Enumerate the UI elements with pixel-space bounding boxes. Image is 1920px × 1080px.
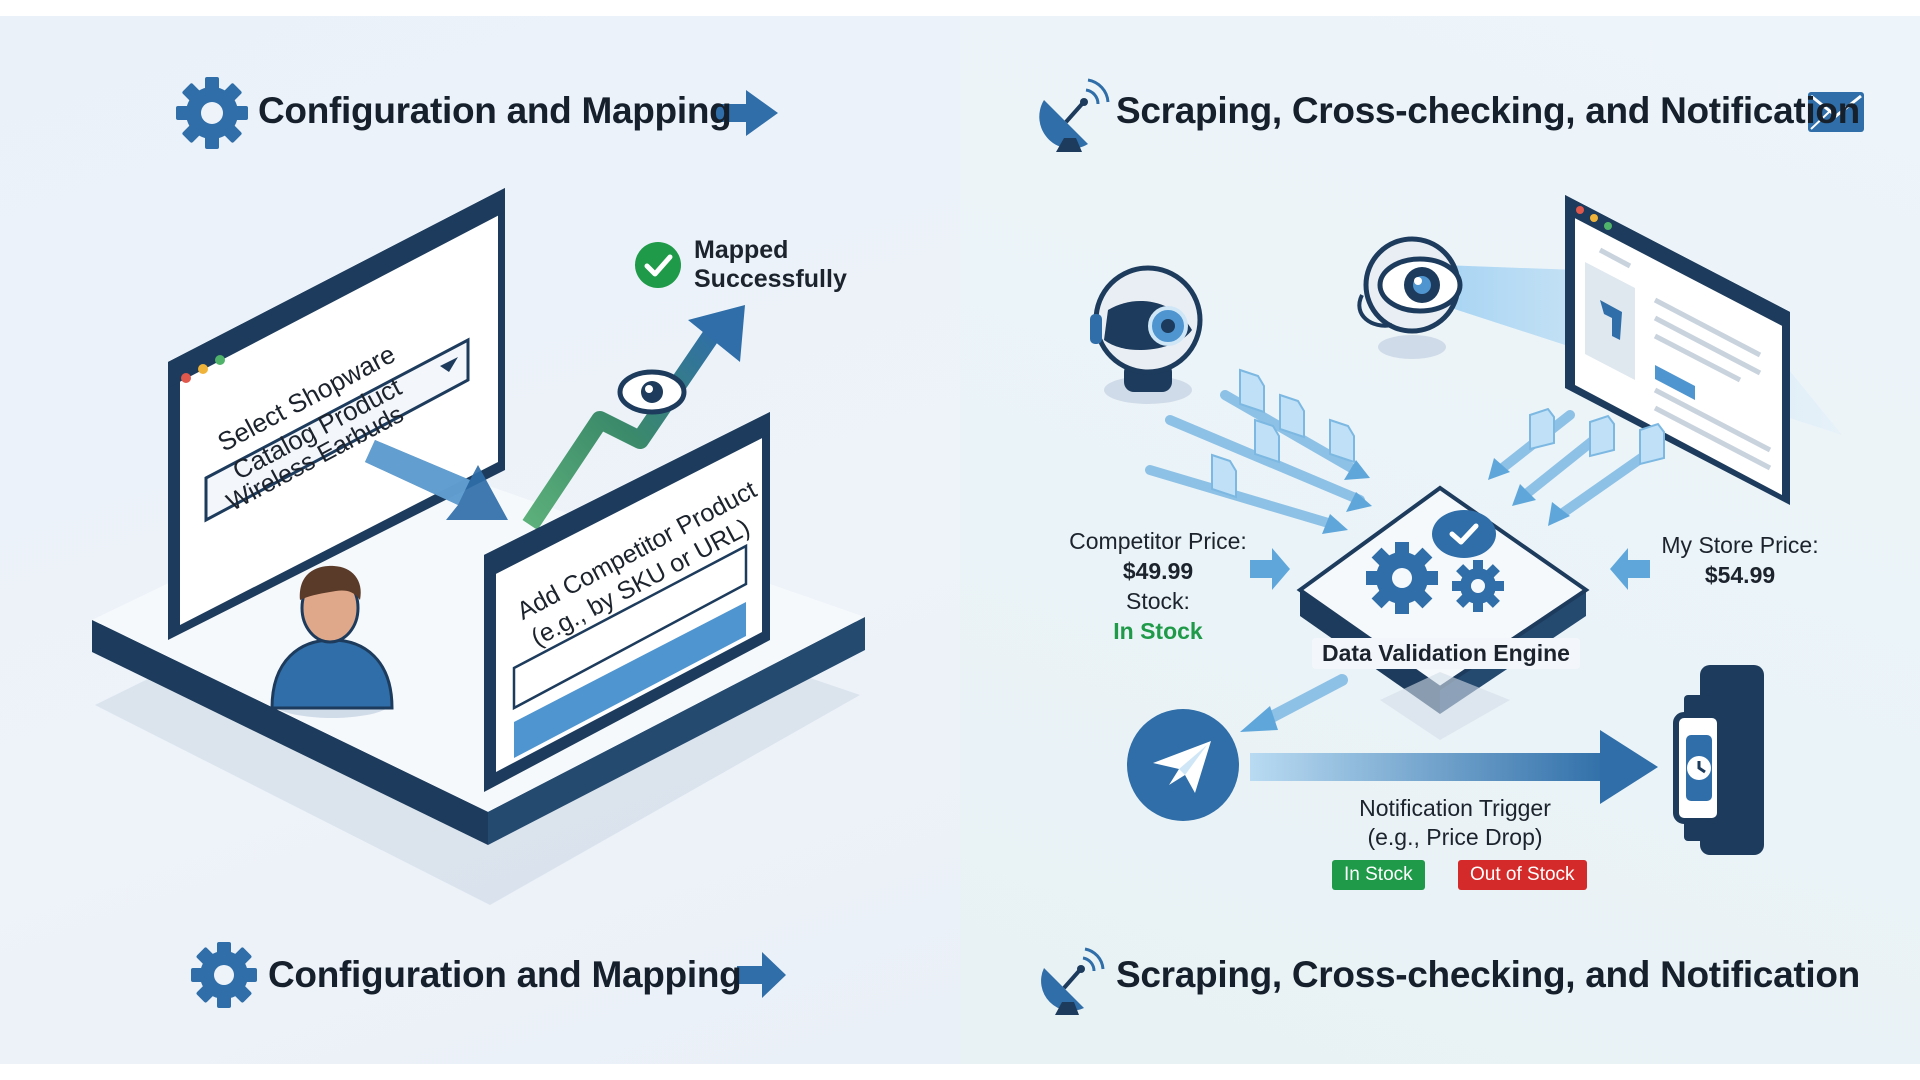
arrow-right-icon [737,952,786,998]
check-circle-icon [1432,510,1496,558]
competitor-webpage [1565,195,1790,505]
in-stock-badge: In Stock [1332,860,1425,890]
robot-icon [1090,265,1203,404]
arrow-right-icon [715,90,778,136]
data-flow-arrows-left [1145,390,1365,530]
document-icon [1211,368,1665,499]
chevron-down-icon [440,357,458,372]
mapped-status: Mapped Successfully [694,236,847,294]
window-dot-green [215,355,225,365]
satellite-dish-icon [1039,78,1110,152]
competitor-stock-label: Stock: [1126,588,1190,614]
competitor-stock-value: In Stock [1113,618,1203,644]
my-store-price-value: $54.99 [1704,562,1776,588]
notification-arrow-icon [1250,730,1658,804]
competitor-input [512,543,748,711]
eye-icon [617,369,687,415]
competitor-price-value: $49.99 [1122,558,1194,584]
scraping-heading: Scraping, Cross-checking, and Notificati… [1116,90,1860,131]
smartwatch-icon [1673,665,1764,855]
product-image [1585,262,1635,380]
competitor-price-label: Competitor Price: [1069,528,1247,554]
envelope-icon [1808,92,1864,132]
out-of-stock-badge: Out of Stock [1458,860,1587,890]
check-circle-icon [635,242,681,288]
user-icon [270,565,394,718]
select-product-window [168,188,505,640]
scraping-footer-heading: Scraping, Cross-checking, and Notificati… [1116,954,1860,995]
configuration-heading: Configuration and Mapping [258,90,732,131]
notification-trigger: Notification Trigger (e.g., Price Drop) [1330,794,1580,852]
competitor-info: Competitor Price: $49.99 Stock: In Stock [1058,526,1258,646]
engine-label: Data Validation Engine [1312,638,1580,669]
satellite-dish-icon [1041,947,1105,1015]
my-store-price-label: My Store Price: [1661,532,1819,558]
platform-edge-right [488,617,865,845]
trigger-line1: Notification Trigger [1359,795,1551,821]
gear-icon [176,77,248,149]
paper-plane-icon [1127,709,1239,821]
platform-edge-left [92,620,488,845]
my-store-info: My Store Price: $54.99 [1640,530,1840,590]
gear-icon [191,942,257,1008]
competitor-product-window [484,412,770,792]
mapped-status-line1: Mapped [694,236,789,264]
arrow-right-icon [1250,548,1290,590]
arrow-left-icon [1610,548,1650,590]
competitor-submit-button [514,602,746,758]
window-dot-yellow [198,364,208,374]
output-arrow-icon [1240,674,1348,732]
window-dot-red [181,373,191,383]
configuration-footer-heading: Configuration and Mapping [268,954,742,995]
trigger-line2: (e.g., Price Drop) [1367,824,1543,850]
mapped-status-line2: Successfully [694,265,847,293]
